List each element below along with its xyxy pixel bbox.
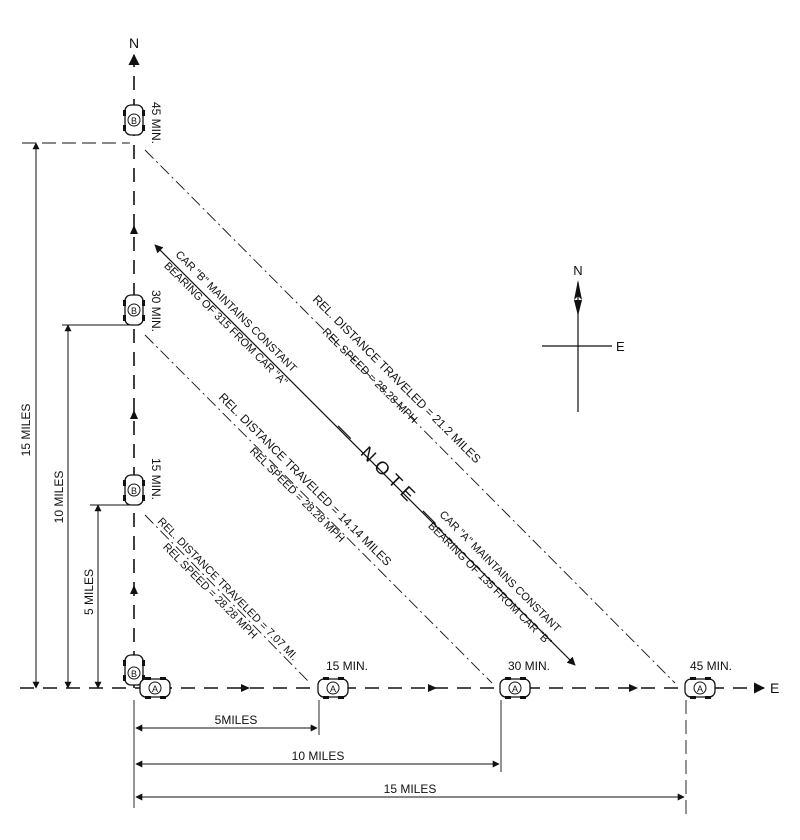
rel-line-15 [144,514,311,684]
dim-label-5-miles-a: 5MILES [215,713,258,727]
rel-speed-15: REL SPEED = 28.28 MPH [160,541,259,641]
svg-text:B: B [131,116,137,126]
horizontal-dimensions [133,700,687,818]
svg-text:B: B [131,306,137,316]
compass-rose: N E [542,263,625,412]
car-b-icon: B [123,104,145,136]
rel-distance-30: REL. DISTANCE TRAVELED = 14.14 MILES [216,390,395,569]
east-travel-arrow [629,684,638,692]
east-axis-label: E [770,680,779,696]
car-a-icon: A [499,677,531,699]
car-a-icon: A [684,677,716,699]
svg-text:A: A [330,684,336,694]
rel-label-45: REL. DISTANCE TRAVELED = 21.2 MILES REL … [310,292,484,466]
north-axis-label: N [129,35,139,51]
note-car-b-line2: BEARING OF 315 FROM CAR "A" [161,260,289,388]
car-b-icon: B [123,294,145,326]
svg-text:B: B [131,669,137,679]
car-a-icon: A [317,677,349,699]
east-travel-arrow [428,684,437,692]
svg-text:B: B [131,486,137,496]
north-axis: N [128,35,140,688]
svg-text:A: A [697,684,703,694]
car-b-icon: B [123,654,145,686]
note-car-b-line1: CAR "B" MAINTAINS CONSTANT [173,249,299,375]
rel-distance-15: REL. DISTANCE TRAVELED = 7.07 MI. [155,516,300,663]
rel-distance-45: REL. DISTANCE TRAVELED = 21.2 MILES [310,292,484,466]
car-a-icon: A [139,677,171,699]
east-travel-arrow [241,684,250,692]
car-b-time-30: 30 MIN. [149,290,163,332]
rel-label-30: REL. DISTANCE TRAVELED = 14.14 MILES REL… [216,390,395,569]
note-car-a-line2: BEARING OF 135 FROM CAR "B" [425,520,553,648]
compass-north-arrow [574,280,582,300]
car-b-icon: B [123,474,145,506]
note-car-a-line1: CAR "A" MAINTAINS CONSTANT [437,509,563,635]
dim-label-10-miles-b: 10 MILES [52,471,66,524]
svg-text:A: A [152,684,158,694]
compass-east-label: E [616,339,625,354]
vertical-dimensions [22,142,130,689]
north-travel-arrow [130,585,138,594]
car-a-time-15: 15 MIN. [326,659,368,673]
note-car-a: CAR "A" MAINTAINS CONSTANT BEARING OF 13… [425,509,563,648]
dim-label-15-miles-b: 15 MILES [19,404,33,457]
dim-label-5-miles-b: 5 MILES [82,569,96,615]
car-b-time-45: 45 MIN. [149,102,163,144]
compass-north-label: N [573,263,582,278]
car-a-time-30: 30 MIN. [508,659,550,673]
svg-text:A: A [512,684,518,694]
dim-label-15-miles-a: 15 MILES [384,782,437,796]
car-b-time-15: 15 MIN. [149,458,163,500]
dim-label-10-miles-a: 10 MILES [292,749,345,763]
car-a-time-45: 45 MIN. [690,659,732,673]
north-travel-arrow [130,410,138,419]
north-travel-arrow [130,225,138,234]
bearing-line [154,244,576,666]
note-car-b: CAR "B" MAINTAINS CONSTANT BEARING OF 31… [161,249,299,388]
